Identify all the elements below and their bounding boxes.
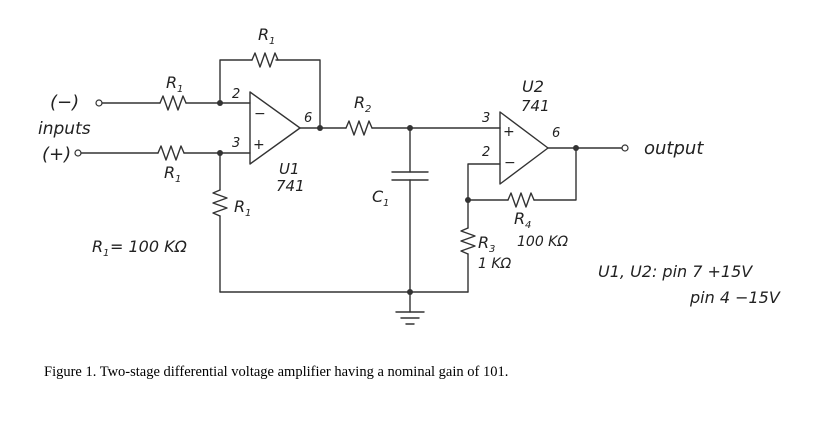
junction-u2-output <box>573 145 579 151</box>
r1-ground-label: R <box>234 197 245 216</box>
output-terminal <box>621 144 629 152</box>
inputs-label: inputs <box>38 119 91 139</box>
u1-pin3-label: 3 <box>232 136 240 151</box>
u1-pin2-label: 2 <box>232 87 240 102</box>
r1-inverting-label: R <box>166 73 177 92</box>
junction-u1-pin3 <box>217 150 223 156</box>
r1-value-label: R <box>92 237 103 256</box>
r1-noninverting-label: R <box>164 163 175 182</box>
wire-r4-right <box>533 147 577 201</box>
u2-plus-sign: + <box>503 124 515 140</box>
junction-c1-node <box>407 125 413 131</box>
u2-pin2-label: 2 <box>482 145 490 160</box>
r1-inverting-sub: 1 <box>177 84 183 95</box>
r4-value: 100 KΩ <box>517 234 568 250</box>
opamp-u1 <box>249 91 301 165</box>
wire-u1-feedback <box>219 59 321 129</box>
junction-u2-r3-r4 <box>465 197 471 203</box>
resistor-r3 <box>460 227 476 255</box>
r1-feedback-sub: 1 <box>269 36 275 47</box>
u2-part-label: 741 <box>521 97 550 115</box>
opamp-u2 <box>499 111 549 185</box>
c1-sub: 1 <box>383 198 389 209</box>
r1-noninverting-sub: 1 <box>175 174 181 185</box>
resistor-r1-ground <box>212 189 228 217</box>
r1-feedback-label: R <box>258 25 269 44</box>
u2-minus-sign: − <box>504 155 516 171</box>
resistor-r1-noninverting <box>157 145 185 161</box>
r4-label: R <box>514 209 525 228</box>
power-note-line2: pin 4 −15V <box>689 288 781 307</box>
resistor-r2 <box>345 120 373 136</box>
resistor-r1-feedback <box>251 52 279 68</box>
junction-u1-output <box>317 125 323 131</box>
junction-u1-pin2 <box>217 100 223 106</box>
input-plus-label: (+) <box>42 144 71 165</box>
junction-ground-bus <box>407 289 413 295</box>
capacitor-c1 <box>391 171 429 181</box>
u1-name-label: U1 <box>279 160 300 178</box>
u2-pin6-label: 6 <box>552 126 560 141</box>
power-note-line1: U1, U2: pin 7 +15V <box>598 262 753 281</box>
u1-plus-sign: + <box>253 137 265 153</box>
r1-ground-sub: 1 <box>245 208 251 219</box>
u1-pin6-label: 6 <box>304 111 312 126</box>
input-minus-terminal <box>95 99 103 107</box>
figure-caption: Figure 1. Two-stage differential voltage… <box>44 364 509 380</box>
r3-sub: 3 <box>489 244 495 255</box>
r3-value: 1 KΩ <box>478 256 512 272</box>
u2-name-label: U2 <box>522 77 544 96</box>
input-minus-label: (−) <box>50 92 79 113</box>
u1-minus-sign: − <box>254 106 266 122</box>
resistor-r1-inverting <box>159 95 187 111</box>
c1-label: C <box>372 187 384 206</box>
ground-icon <box>395 311 425 325</box>
r3-label: R <box>478 233 489 252</box>
r1-value-sub: 1 <box>103 248 109 259</box>
r4-sub: 4 <box>525 220 531 231</box>
r1-value-text: = 100 KΩ <box>110 237 188 256</box>
resistor-r4 <box>507 192 535 208</box>
u1-part-label: 741 <box>276 177 305 195</box>
input-plus-terminal <box>74 149 82 157</box>
r2-sub: 2 <box>365 104 371 115</box>
wire-u2-pin2 <box>467 163 501 201</box>
r2-label: R <box>354 93 365 112</box>
output-label: output <box>644 138 704 159</box>
u2-pin3-label: 3 <box>482 111 490 126</box>
circuit-schematic: (−) inputs (+) R 1 R 1 R 1 − + 2 3 6 U1 … <box>38 25 781 325</box>
